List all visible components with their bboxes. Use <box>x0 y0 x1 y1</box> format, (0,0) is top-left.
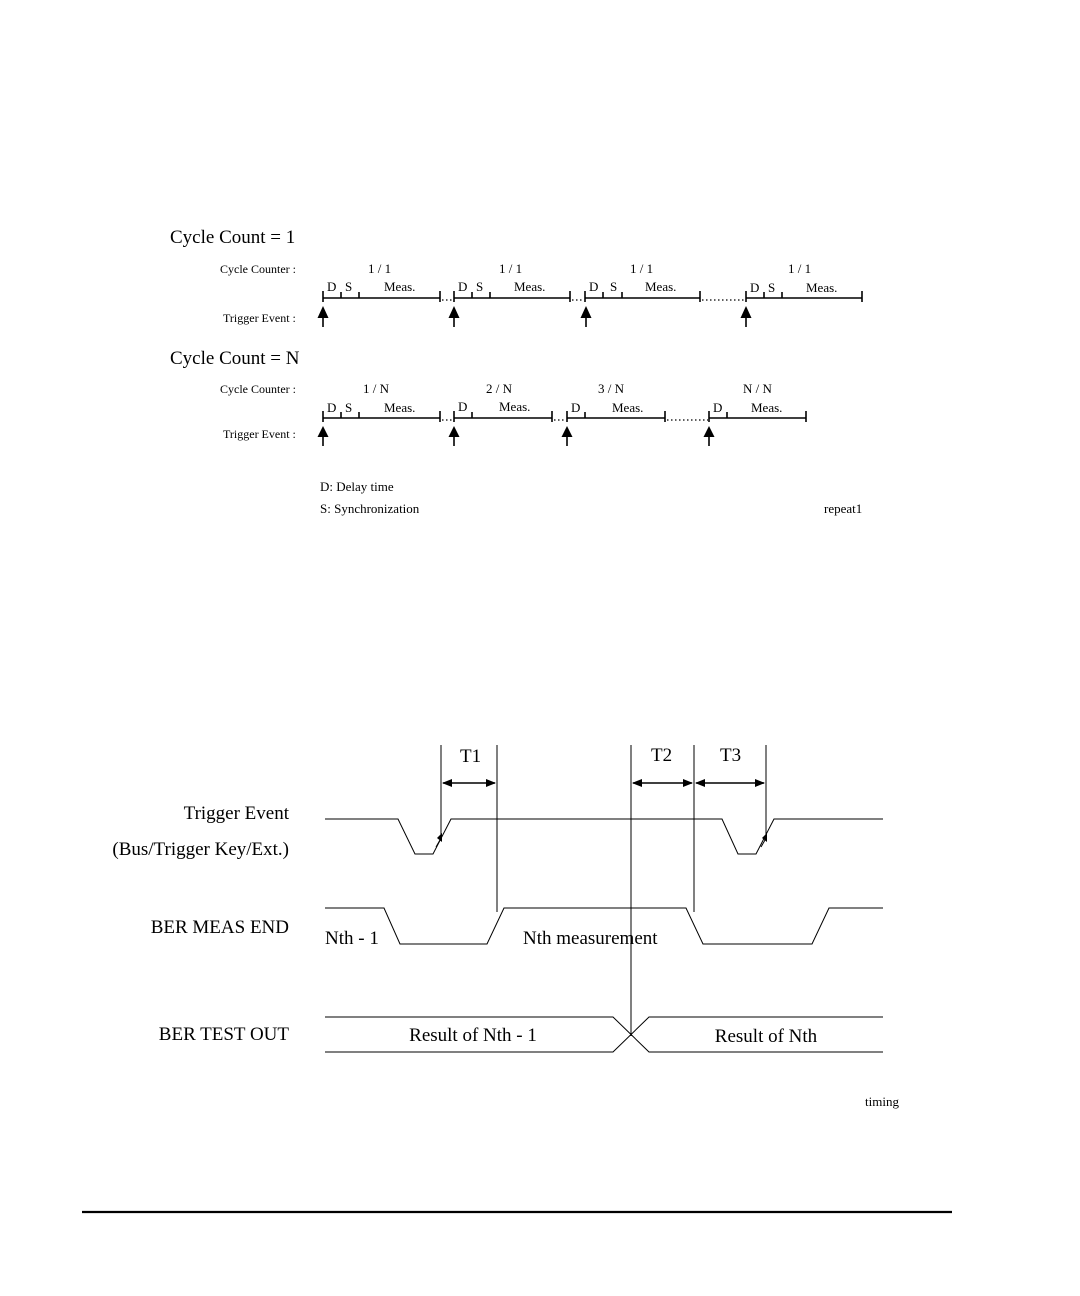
nth-measurement-label: Nth measurement <box>523 928 658 949</box>
cycle-count-1-title: Cycle Count = 1 <box>170 227 295 248</box>
ber-test-out-lower-line <box>325 1016 883 1053</box>
s1-b1-meas: Meas. <box>384 279 415 294</box>
s2-block-2: D Meas. <box>453 399 553 422</box>
t2-label: T2 <box>651 745 672 766</box>
repeat-figure-id: repeat1 <box>824 501 862 516</box>
s2-b2-meas: Meas. <box>499 399 530 414</box>
repeat-diagram: Cycle Count = 1 Cycle Counter : Trigger … <box>170 227 863 516</box>
s2-b1-meas: Meas. <box>384 400 415 415</box>
result-nth-label: Result of Nth <box>715 1026 818 1047</box>
ber-test-out-label: BER TEST OUT <box>159 1024 290 1045</box>
s2-trigger-arrows <box>317 426 715 446</box>
s1-b4-meas: Meas. <box>806 280 837 295</box>
timing-diagram: T1 T2 T3 Trigger Event (Bus/Trigger Key/… <box>112 745 899 1109</box>
s2-count-4: N / N <box>743 381 773 396</box>
s2-b3-d: D <box>571 400 580 415</box>
s1-count-4: 1 / 1 <box>788 261 811 276</box>
s1-cycle-counter-label: Cycle Counter : <box>220 262 296 276</box>
trigger-event-waveform <box>325 818 883 855</box>
legend-delay: D: Delay time <box>320 479 394 494</box>
s1-count-1: 1 / 1 <box>368 261 391 276</box>
ber-meas-end-label: BER MEAS END <box>151 917 289 938</box>
s1-block-3: D S Meas. <box>584 279 701 302</box>
trigger-arrow-icon <box>317 306 329 327</box>
s1-b2-d: D <box>458 279 467 294</box>
s2-cycle-counter-label: Cycle Counter : <box>220 382 296 396</box>
s2-block-4: D Meas. <box>708 400 807 422</box>
s2-block-1: D S Meas. <box>322 400 441 422</box>
trigger-arrow-icon <box>317 426 329 446</box>
s1-trigger-event-label: Trigger Event : <box>223 311 296 325</box>
trigger-arrow-icon <box>448 426 460 446</box>
s2-b4-d: D <box>713 400 722 415</box>
timing-figure-id: timing <box>865 1094 899 1109</box>
s2-count-2: 2 / N <box>486 381 513 396</box>
s1-trigger-arrows <box>317 306 752 327</box>
legend-sync: S: Synchronization <box>320 501 420 516</box>
trigger-arrow-icon <box>448 306 460 327</box>
s1-b2-meas: Meas. <box>514 279 545 294</box>
trigger-edge-arrow-icon <box>760 833 767 848</box>
trigger-sources-label: (Bus/Trigger Key/Ext.) <box>112 839 289 860</box>
trigger-edge-arrow-icon <box>435 833 442 848</box>
s1-count-3: 1 / 1 <box>630 261 653 276</box>
s2-count-3: 3 / N <box>598 381 625 396</box>
s1-b1-s: S <box>345 279 352 294</box>
cycle-count-n-title: Cycle Count = N <box>170 348 300 369</box>
nth-minus-1-label: Nth - 1 <box>325 928 379 949</box>
s1-b3-meas: Meas. <box>645 279 676 294</box>
ber-meas-end-waveform <box>325 907 883 945</box>
s1-b3-s: S <box>610 279 617 294</box>
result-nth-minus-1-label: Result of Nth - 1 <box>409 1025 537 1046</box>
t3-label: T3 <box>720 745 741 766</box>
s1-b1-d: D <box>327 279 336 294</box>
s1-block-2: D S Meas. <box>453 279 571 302</box>
s1-b4-d: D <box>750 280 759 295</box>
t1-label: T1 <box>460 746 481 767</box>
s2-b3-meas: Meas. <box>612 400 643 415</box>
s2-block-3: D Meas. <box>566 400 666 422</box>
s1-block-4: D S Meas. <box>745 280 863 302</box>
trigger-arrow-icon <box>561 426 573 446</box>
s2-trigger-event-label: Trigger Event : <box>223 427 296 441</box>
s1-b2-s: S <box>476 279 483 294</box>
s2-b1-s: S <box>345 400 352 415</box>
trigger-arrow-icon <box>703 426 715 446</box>
s2-b1-d: D <box>327 400 336 415</box>
s2-b4-meas: Meas. <box>751 400 782 415</box>
s1-block-1: D S Meas. <box>322 279 441 302</box>
s1-count-2: 1 / 1 <box>499 261 522 276</box>
s2-b2-d: D <box>458 399 467 414</box>
s2-count-1: 1 / N <box>363 381 390 396</box>
trigger-arrow-icon <box>580 306 592 327</box>
s1-b4-s: S <box>768 280 775 295</box>
trigger-arrow-icon <box>740 306 752 327</box>
s1-b3-d: D <box>589 279 598 294</box>
trigger-event-label: Trigger Event <box>184 803 290 824</box>
